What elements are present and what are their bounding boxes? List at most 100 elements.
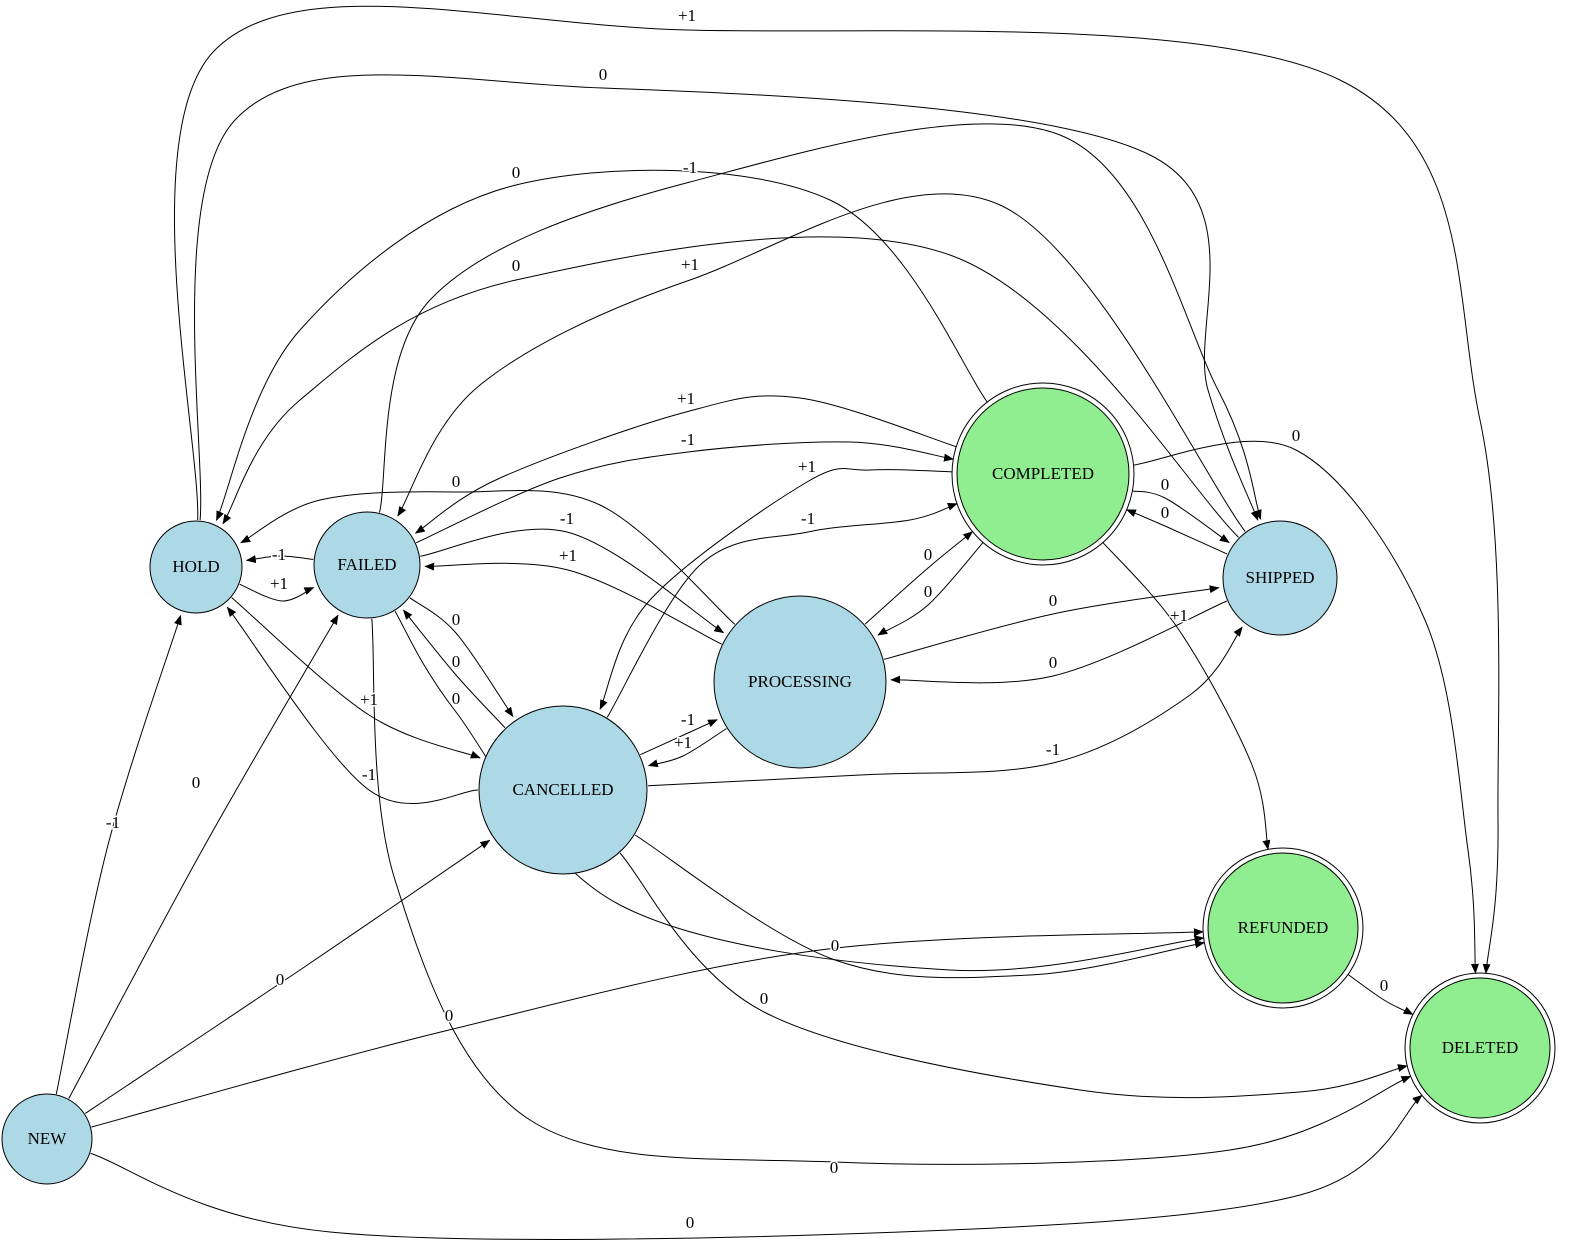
edge-label-failed-to-completed: -1 [681, 430, 695, 449]
edge-completed-to-hold [216, 169, 990, 522]
edge-label-processing-to-failed: +1 [559, 546, 577, 565]
edge-label-cancelled-to-deleted: 0 [760, 989, 769, 1008]
edge-label-processing-to-cancelled: +1 [674, 733, 692, 752]
edge-label-new-to-cancelled: 0 [276, 970, 285, 989]
edge-shipped-to-failed [397, 193, 1246, 532]
edge-failed-to-hold [245, 555, 314, 564]
state-node-shipped: SHIPPED [1222, 520, 1338, 636]
state-node-failed: FAILED [313, 511, 421, 619]
edge-label-shipped-to-failed: +1 [681, 255, 699, 274]
edge-hold-to-deleted [173, 5, 1500, 974]
edge-failed-to-cancelled [409, 597, 514, 718]
edge-cancelled-to-deleted [619, 852, 1408, 1099]
edge-label-hold-to-deleted: +1 [678, 6, 696, 25]
state-node-hold: HOLD [149, 520, 243, 614]
edge-label-failed-to-shipped: -1 [683, 158, 697, 177]
edge-label-failed-to-processing: -1 [560, 509, 574, 528]
state-circle-refunded [1207, 852, 1359, 1004]
edge-label-refunded-to-deleted: 0 [1380, 976, 1389, 995]
edge-hold-to-cancelled [231, 597, 481, 759]
edge-completed-to-processing [877, 539, 986, 636]
state-node-processing: PROCESSING [713, 595, 887, 769]
edge-new-to-hold [55, 614, 182, 1095]
state-node-deleted: DELETED [1404, 972, 1556, 1124]
edge-label-failed-to-deleted: 0 [830, 1158, 839, 1177]
edge-label-completed-to-processing: 0 [924, 582, 933, 601]
edge-label-completed-to-deleted: 0 [1292, 426, 1301, 445]
state-label-completed: COMPLETED [992, 464, 1094, 483]
state-label-new: NEW [28, 1129, 68, 1148]
edge-label-cancelled-to-processing: -1 [681, 710, 695, 729]
state-label-deleted: DELETED [1442, 1038, 1518, 1057]
edge-cancelled-to-processing [640, 719, 718, 756]
state-label-processing: PROCESSING [748, 672, 852, 691]
state-node-new: NEW [1, 1093, 93, 1185]
state-circle-processing [713, 595, 887, 769]
state-label-shipped: SHIPPED [1246, 568, 1315, 587]
edge-label-cancelled-to-hold: -1 [362, 765, 376, 784]
state-circle-failed [313, 511, 421, 619]
edge-label-completed-to-failed: +1 [677, 389, 695, 408]
edge-label-processing-to-shipped: 0 [1049, 591, 1058, 610]
nodes-layer: NEW HOLD FAILED CANCELLED PROCESSING COMPLETE… [1, 382, 1556, 1185]
edge-label-new-to-refunded: 0 [445, 1006, 454, 1025]
edge-cancelled-to-completed [606, 503, 958, 718]
state-node-completed: COMPLETED [951, 382, 1135, 566]
state-node-refunded: REFUNDED [1202, 847, 1364, 1009]
edge-failed-to-deleted [371, 618, 1412, 1165]
edge-failed-to-completed [415, 441, 954, 544]
edge-label-hold-to-shipped: 0 [599, 65, 608, 84]
edge-label-new-to-hold: -1 [106, 813, 120, 832]
edge-completed-to-shipped [1128, 490, 1230, 544]
edge-label-shipped-to-processing: 0 [1049, 653, 1058, 672]
state-label-hold: HOLD [172, 557, 219, 576]
edge-processing-to-cancelled [647, 728, 727, 768]
edge-hold-to-failed [239, 583, 315, 602]
edge-label-shipped-to-completed: 0 [1161, 503, 1170, 522]
state-label-failed: FAILED [337, 555, 396, 574]
edge-label-completed-to-shipped: 0 [1161, 475, 1170, 494]
edge-label-cancelled-to-refunded: 0 [831, 936, 840, 955]
edge-new-to-failed [68, 614, 339, 1099]
edge-label-processing-to-completed: 0 [924, 545, 933, 564]
edge-completed-to-cancelled [599, 468, 957, 710]
edge-cancelled-to-failed [402, 609, 506, 729]
edge-label-processing-to-hold: 0 [452, 472, 461, 491]
edge-label-failed-to-hold: -1 [272, 545, 286, 564]
edge-label-new-to-failed: 0 [192, 773, 201, 792]
edge-labels-layer: -1 0 0 0 +1 -1 +1 -1 0 0 0 0 +1 -1 +1 +1 -1 +1 -1 -1 +1 0 0 0 -1… [104, 5, 1389, 1234]
edge-label-completed-to-refunded: +1 [1170, 606, 1188, 625]
edges-layer [55, 5, 1500, 1240]
edge-completed-to-deleted [1129, 440, 1479, 974]
edge-shipped-to-hold [222, 236, 1239, 538]
edge-label-cancelled-to-failed: 0 [452, 652, 461, 671]
edge-processing-to-completed [864, 531, 974, 625]
edge-completed-to-failed [414, 395, 961, 534]
edge-shipped-to-processing [890, 600, 1227, 684]
edge-failed-to-processing [420, 528, 725, 634]
edge-label-completed-to-cancelled: +1 [798, 457, 816, 476]
edge-failed-to-refunded [394, 610, 1205, 972]
edge-shipped-to-completed [1125, 509, 1228, 555]
edge-label-failed-to-refunded: 0 [452, 689, 461, 708]
edge-label-hold-to-failed: +1 [270, 574, 288, 593]
edge-processing-to-shipped [883, 585, 1220, 660]
state-circle-hold [149, 520, 243, 614]
edge-new-to-deleted [90, 1094, 1423, 1240]
edge-label-failed-to-cancelled: 0 [452, 610, 461, 629]
edge-label-cancelled-to-completed: -1 [801, 509, 815, 528]
state-circle-new [1, 1093, 93, 1185]
state-label-cancelled: CANCELLED [512, 780, 613, 799]
edge-new-to-cancelled [85, 839, 491, 1114]
state-label-refunded: REFUNDED [1238, 918, 1329, 937]
state-circle-shipped [1222, 520, 1338, 636]
edge-label-hold-to-cancelled: +1 [360, 690, 378, 709]
state-circle-completed [956, 387, 1130, 561]
edge-failed-to-shipped [379, 123, 1262, 520]
edge-completed-to-refunded [1099, 539, 1271, 851]
state-node-cancelled: CANCELLED [478, 705, 648, 875]
edge-processing-to-failed [424, 562, 722, 645]
edge-refunded-to-deleted [1344, 971, 1414, 1015]
